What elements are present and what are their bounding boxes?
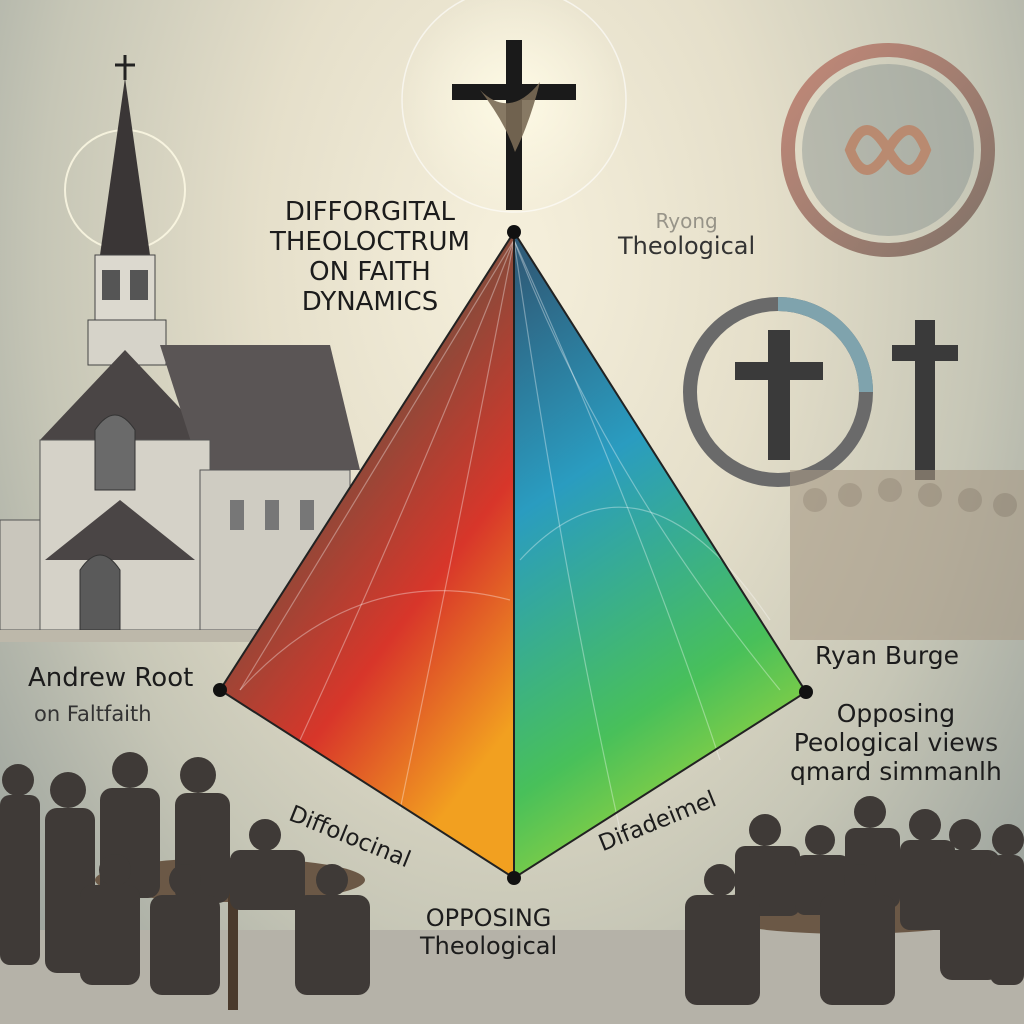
- bottom-line-1: OPPOSING: [425, 904, 552, 932]
- top-right-main: Theological: [618, 232, 756, 260]
- right-line-2: Peological views: [793, 727, 999, 757]
- bottom-line-2: Theological: [420, 931, 558, 960]
- right-name-label: Ryan Burge: [815, 641, 959, 670]
- left-sub-label: on Faltfaith: [34, 702, 152, 726]
- crowd-illustration: [790, 470, 1024, 640]
- diagram-title: DIFFORGITAL THEOLOCTRUM ON FAITH DYNAMIC…: [270, 197, 470, 318]
- right-views-label: Opposing Peological views qmard simmanlh: [790, 699, 1002, 786]
- infinity-ring-icon: [781, 43, 995, 257]
- right-line-1: Opposing: [836, 699, 956, 728]
- vertex-top: [507, 225, 521, 239]
- top-right-faded: Ryong: [655, 209, 718, 233]
- bottom-label: OPPOSING Theological: [420, 904, 558, 960]
- cross-icon: [399, 0, 629, 215]
- left-name-label: Andrew Root: [28, 663, 194, 693]
- circle-cross-icon: [683, 297, 958, 487]
- vertex-right: [799, 685, 813, 699]
- top-right-label: Ryong Theological: [618, 210, 755, 261]
- title-line-3: ON FAITH: [309, 256, 431, 287]
- title-line-4: DYNAMICS: [301, 286, 439, 317]
- diamond-diagram: [213, 225, 813, 885]
- vertex-left: [213, 683, 227, 697]
- table-group-illustration: [685, 796, 1024, 1005]
- vertex-bottom: [507, 871, 521, 885]
- table-group-illustration: [0, 752, 370, 1010]
- title-line-2: THEOLOCTRUM: [270, 226, 470, 257]
- title-line-1: DIFFORGITAL: [284, 197, 455, 227]
- right-line-3: qmard simmanlh: [790, 756, 1002, 786]
